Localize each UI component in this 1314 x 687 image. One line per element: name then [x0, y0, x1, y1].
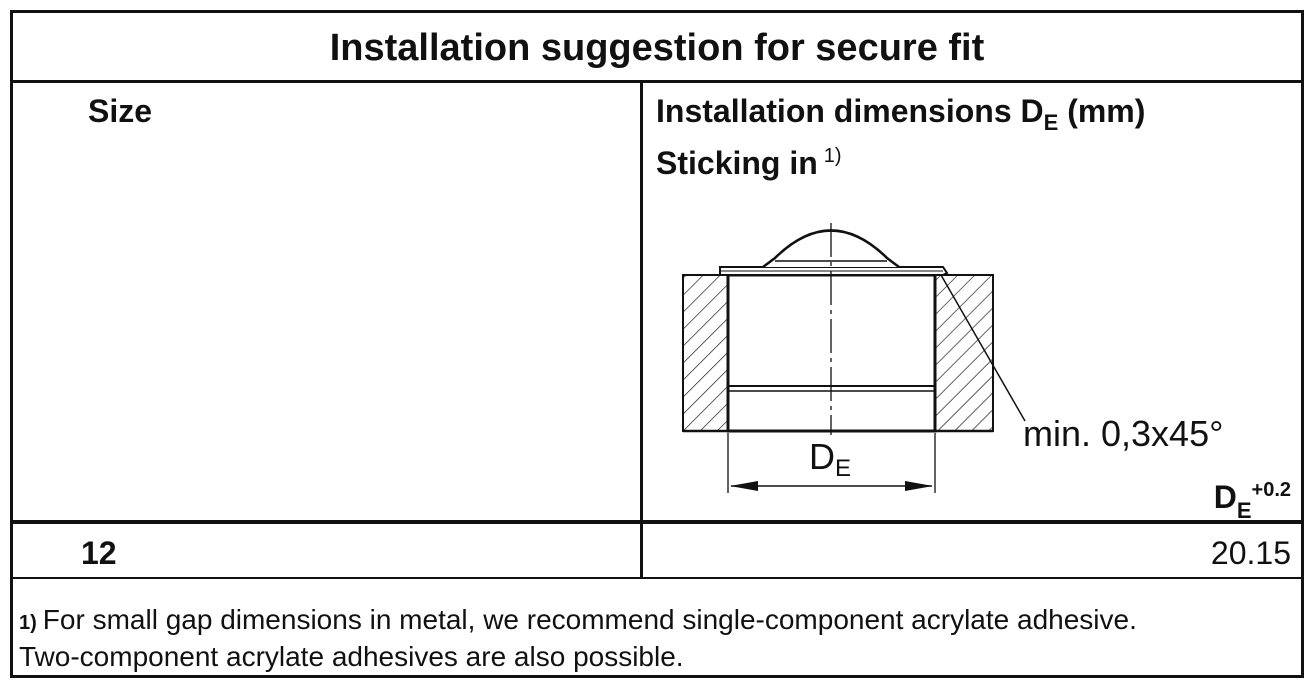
installation-drawing: DE min. 0,3x45°: [682, 223, 1224, 493]
tolerance-sub: E: [1236, 498, 1252, 523]
sticking-label: Sticking in: [656, 145, 818, 181]
dimensions-header-text: Installation dimensions D: [656, 93, 1044, 129]
chamfer-leader: [940, 274, 1026, 422]
housing-left: [682, 274, 729, 432]
footnote-reference: 1): [823, 145, 842, 167]
footnote-text-2: Two-component acrylate adhesives are als…: [19, 641, 684, 672]
table-row-size: 12: [81, 535, 117, 571]
footnote-text-1: For small gap dimensions in metal, we re…: [42, 604, 1137, 635]
dimension-arrow: [727, 433, 936, 493]
table-title: Installation suggestion for secure fit: [329, 26, 985, 69]
installation-table: Installation suggestion for secure fit S…: [10, 10, 1304, 678]
tolerance-label: DE+0.2: [1214, 479, 1291, 524]
dimensions-header-sub: E: [1043, 110, 1059, 135]
footnote-marker: 1): [19, 612, 37, 634]
tolerance-letter: D: [1213, 479, 1237, 515]
title-divider: [13, 80, 1301, 83]
tolerance-value: +0.2: [1251, 479, 1291, 501]
header-divider: [13, 520, 1301, 524]
footnote: 1)For small gap dimensions in metal, we …: [19, 603, 1297, 674]
table-row-dimension: 20.15: [1210, 535, 1291, 571]
housing-right: [934, 274, 994, 432]
row-divider: [13, 577, 1301, 579]
size-header: Size: [88, 93, 153, 129]
footnote-line-1: 1)For small gap dimensions in metal, we …: [19, 603, 1297, 640]
ball-unit-flange: [719, 266, 949, 276]
chamfer-note: min. 0,3x45°: [1023, 413, 1224, 454]
dimensions-header-unit: (mm): [1058, 93, 1146, 129]
column-divider: [640, 83, 643, 579]
dimensions-header: Installation dimensions DE (mm): [656, 93, 1145, 136]
drawing-dimension-label: DE: [809, 436, 851, 482]
